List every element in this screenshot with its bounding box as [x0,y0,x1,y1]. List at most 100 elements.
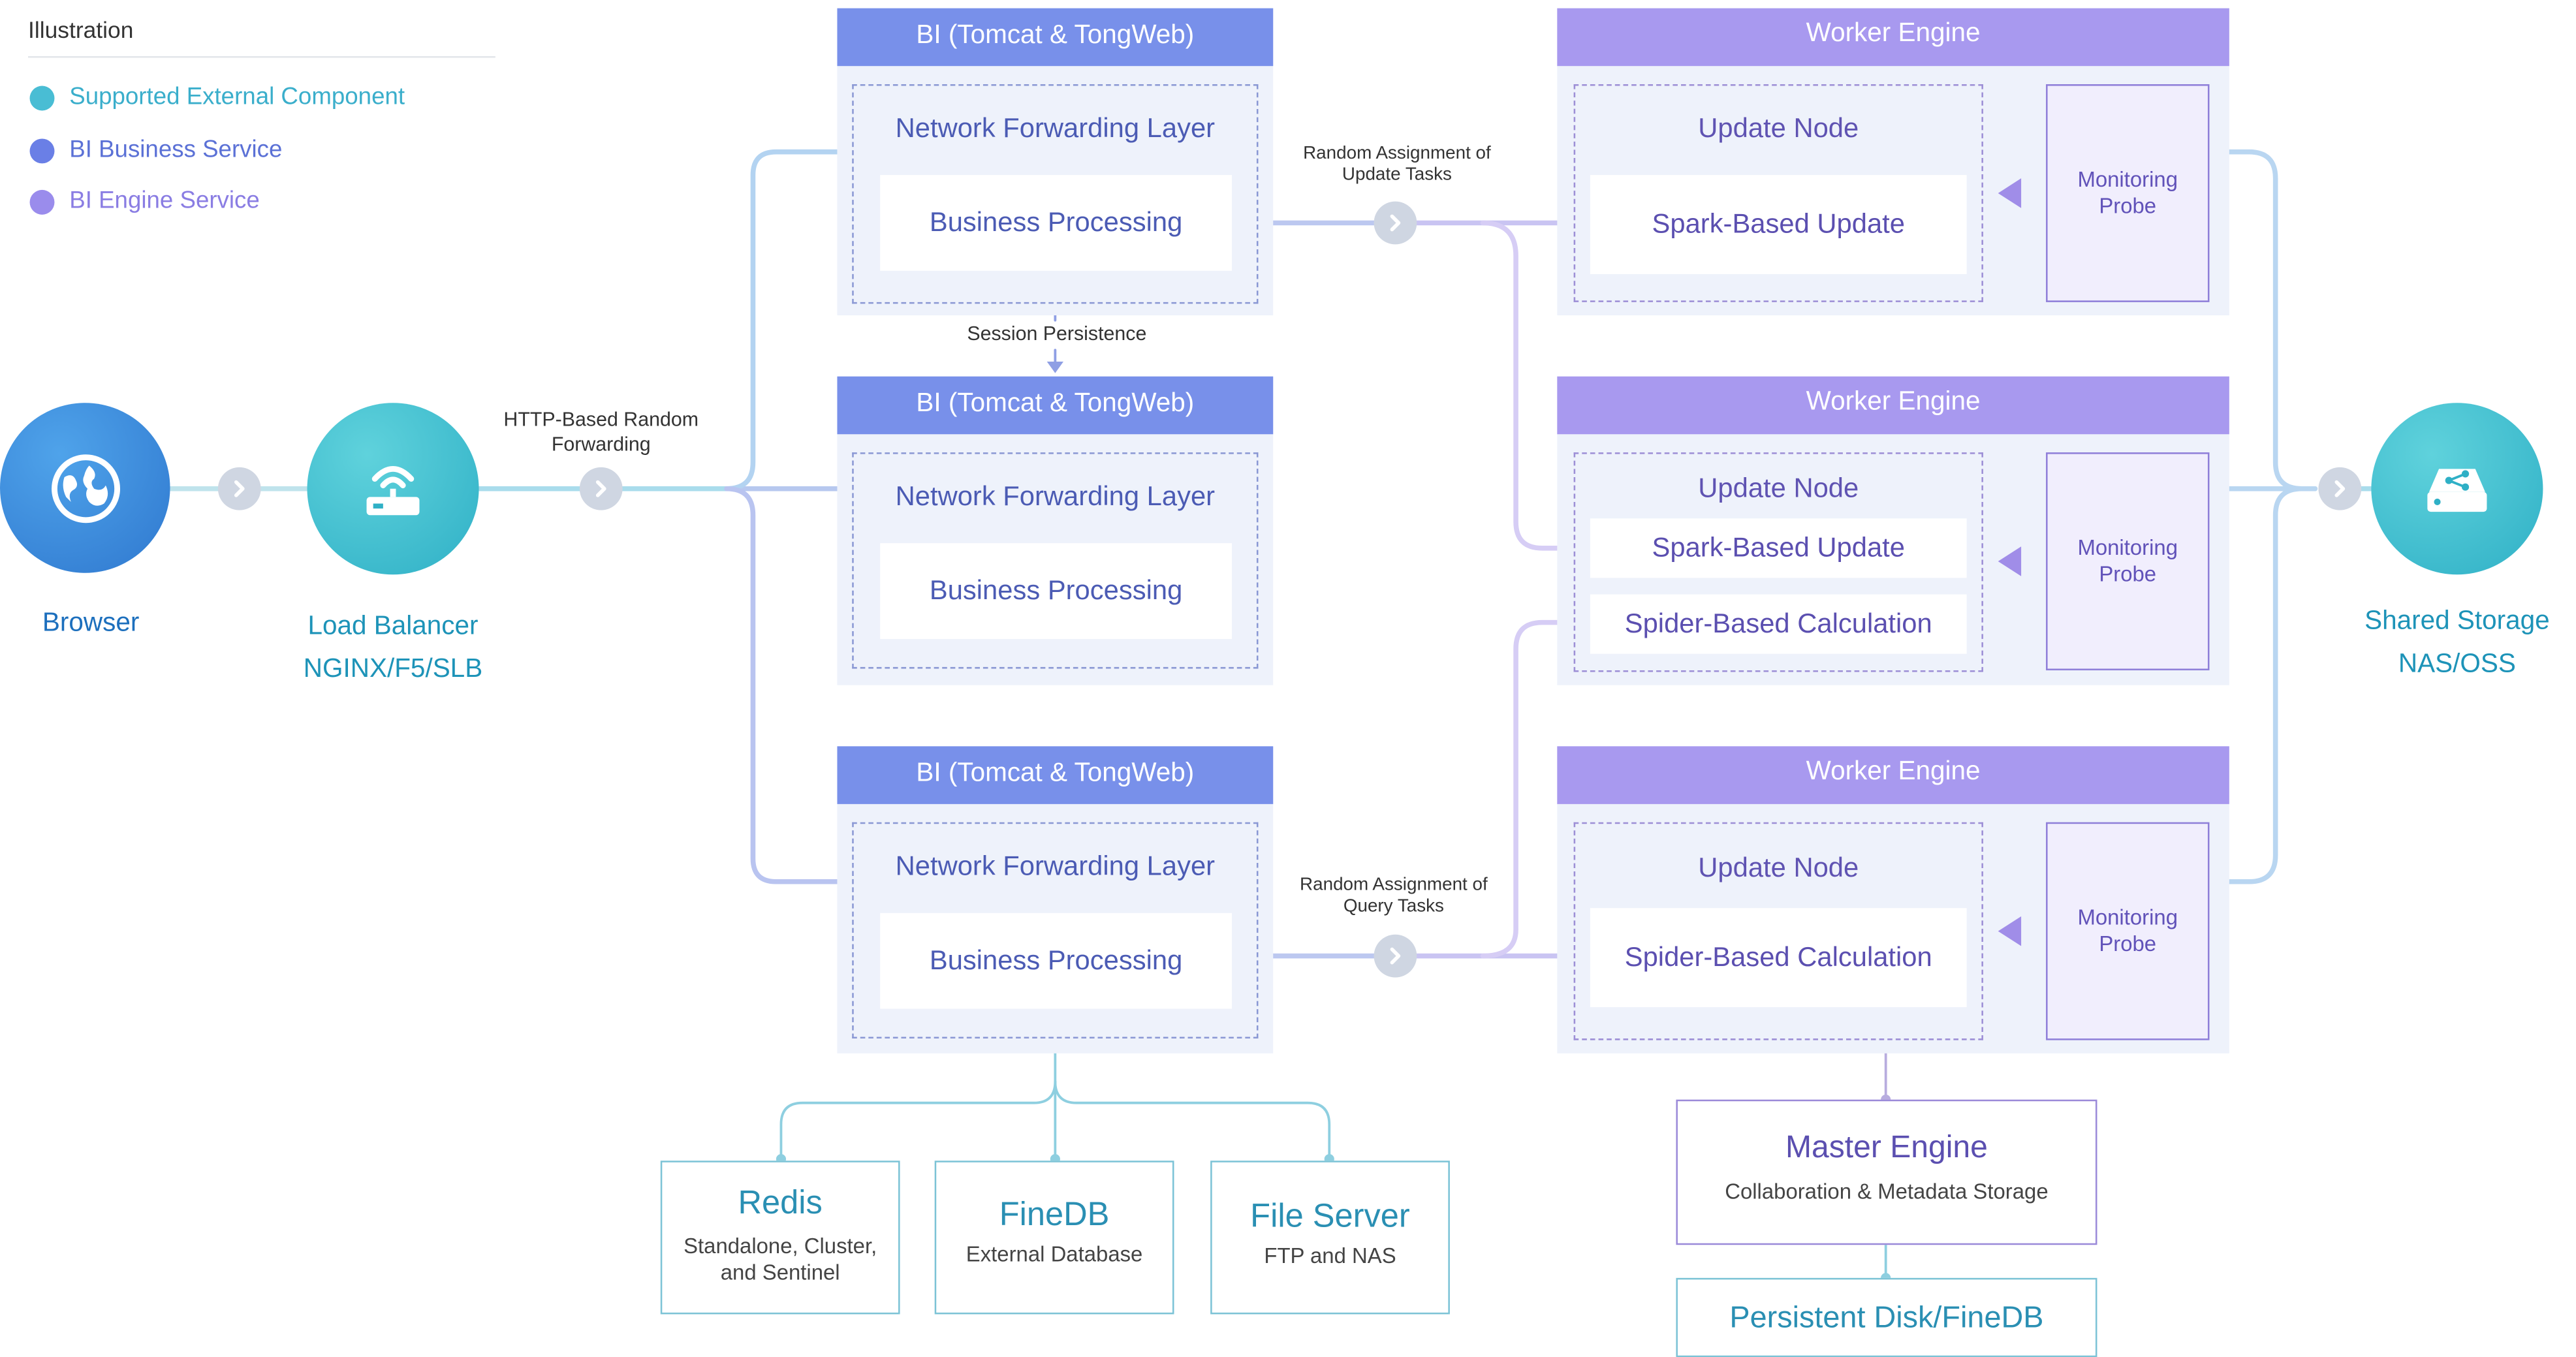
shared-storage-title: Shared Storage [2364,607,2550,636]
probe-line: Probe [2099,193,2157,218]
redis-title: Redis [738,1185,823,1222]
bi-node-1: BI (Tomcat & TongWeb) Network Forwarding… [837,8,1274,316]
spark-based-update: Spark-Based Update [1590,175,1967,274]
business-processing: Business Processing [880,543,1233,639]
worker-engine-1: Worker Engine Update Node Spark-Based Up… [1557,8,2229,316]
query-to-we2-line [1480,619,1593,959]
update-node-title: Update Node [1698,853,1859,884]
storage-share-icon [2427,469,2487,512]
worker-engine-2: Worker Engine Update Node Spark-Based Up… [1557,376,2229,685]
redis-sub: Standalone, Cluster, and Sentinel [662,1234,898,1287]
business-processing: Business Processing [880,912,1233,1009]
note-line: Random Assignment of [1300,875,1488,895]
bi-node-3: BI (Tomcat & TongWeb) Network Forwarding… [837,746,1274,1053]
worker-engine-title: Worker Engine [1557,8,2229,67]
bi-node-inner [852,84,1259,304]
probe-line: Monitoring [2077,905,2178,930]
update-node-title: Update Node [1698,114,1859,144]
bi-node-2: BI (Tomcat & TongWeb) Network Forwarding… [837,376,1274,685]
split-to-bi1 [724,149,862,491]
legend-item-external: Supported External Component [29,82,405,112]
probe-arrow-icon [1998,916,2022,946]
probe-arrow-icon [1998,546,2022,576]
legend-dot-icon [29,85,55,110]
router-icon [366,466,420,516]
worker-engine-title: Worker Engine [1557,376,2229,435]
network-forwarding-layer: Network Forwarding Layer [895,852,1216,882]
legend-item-engine: BI Engine Service [29,187,260,217]
probe-arrow-icon [1998,178,2022,208]
note-line: Query Tasks [1343,896,1444,916]
shared-storage-node [2371,403,2543,575]
bi-node-inner [852,822,1259,1039]
file-server-sub: FTP and NAS [1212,1243,1449,1270]
finedb-box: FineDB External Database [934,1161,1174,1315]
legend-label: BI Engine Service [69,188,260,215]
split-to-bi3 [724,486,862,884]
probe-line: Monitoring [2077,535,2178,560]
network-forwarding-layer: Network Forwarding Layer [895,114,1216,144]
note-line: Forwarding [551,432,651,456]
network-forwarding-layer: Network Forwarding Layer [895,482,1216,512]
session-persistence-note: Session Persistence [967,322,1147,345]
bi-node-inner [852,452,1259,669]
spider-based-calculation: Spider-Based Calculation [1590,908,1967,1007]
finedb-sub: External Database [936,1241,1172,1268]
file-server-box: File Server FTP and NAS [1210,1161,1450,1315]
http-forwarding-note: HTTP-Based Random Forwarding [479,408,723,458]
update-node-box [1573,452,1983,672]
spark-based-update: Spark-Based Update [1590,518,1967,578]
legend-label: Supported External Component [69,84,405,111]
master-engine-title: Master Engine [1785,1131,1988,1166]
legend-dot-icon [29,138,55,163]
update-node-box [1573,822,1983,1040]
flow-arrow [1374,934,1417,978]
spider-based-calculation: Spider-Based Calculation [1590,594,1967,654]
note-line: Random Assignment of [1303,144,1491,164]
redis-box: Redis Standalone, Cluster, and Sentinel [660,1161,900,1315]
query-tasks-note: Random Assignment of Query Tasks [1272,875,1516,918]
legend-label: BI Business Service [69,136,283,164]
bi-node-title: BI (Tomcat & TongWeb) [837,746,1274,804]
probe-line: Probe [2099,931,2157,956]
update-to-we2-line [1480,220,1593,551]
flow-arrow [217,467,261,510]
load-balancer-sub: NGINX/F5/SLB [303,655,483,684]
sub-line: Standalone, Cluster, [683,1233,877,1258]
load-balancer-node [307,403,479,575]
legend-dot-icon [29,189,55,214]
update-node-title: Update Node [1698,473,1859,504]
chevron-right-icon [1390,947,1401,965]
chevron-right-icon [2334,480,2346,497]
legend-title: Illustration [28,16,134,43]
browser-label: Browser [42,609,140,638]
file-server-title: File Server [1250,1198,1410,1236]
update-tasks-note: Random Assignment of Update Tasks [1275,144,1519,187]
bi-node-title: BI (Tomcat & TongWeb) [837,376,1274,435]
sub-line: FTP and NAS [1264,1243,1396,1268]
note-line: Update Tasks [1342,164,1452,185]
master-engine-sub: Collaboration & Metadata Storage [1725,1179,2049,1204]
finedb-title: FineDB [999,1196,1110,1234]
flow-arrow [1374,201,1417,245]
business-processing: Business Processing [880,175,1233,271]
chevron-right-icon [595,480,606,497]
globe-icon [50,453,119,522]
flow-arrow [579,467,623,510]
browser-node [0,403,170,573]
note-line: HTTP-Based Random [503,407,699,431]
worker-engine-title: Worker Engine [1557,746,2229,804]
update-node-box [1573,84,1983,302]
flow-arrow [2318,467,2362,510]
sub-line: External Database [966,1241,1143,1267]
probe-line: Monitoring [2077,166,2178,192]
load-balancer-label: Load Balancer NGINX/F5/SLB [281,606,505,692]
legend-item-bi: BI Business Service [29,135,283,165]
probe-line: Probe [2099,561,2157,586]
bi-node-title: BI (Tomcat & TongWeb) [837,8,1274,67]
shared-storage-label: Shared Storage NAS/OSS [2338,601,2576,687]
legend-divider [28,56,495,58]
